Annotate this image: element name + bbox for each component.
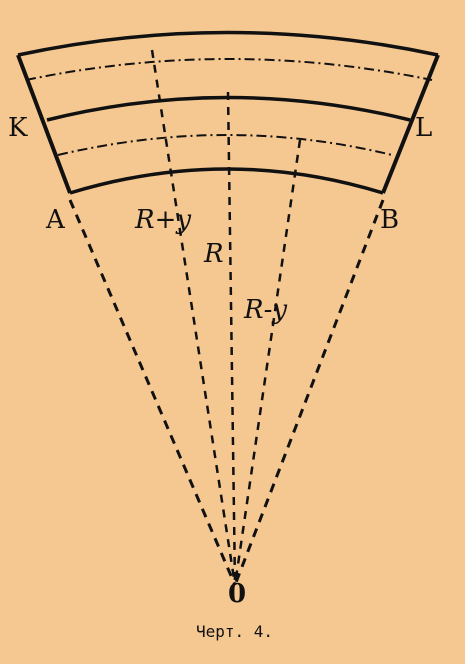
radius-left — [68, 199, 237, 586]
radius-r-plus-y — [150, 49, 237, 586]
label-r-minus-y: R-y — [243, 295, 287, 325]
label-k: K — [8, 113, 28, 143]
label-b: B — [380, 205, 399, 235]
radius-r-minus-y — [233, 139, 302, 586]
label-l: L — [415, 113, 432, 143]
outer-arc — [17, 30, 439, 57]
right-edge — [381, 54, 440, 194]
radius-right — [233, 199, 385, 586]
label-o: 0 — [228, 579, 246, 609]
lower-dashdot-arc — [57, 134, 393, 156]
figure-caption: Черт. 4. — [196, 622, 273, 641]
label-r-plus-y: R+y — [134, 205, 191, 235]
label-r: R — [203, 239, 224, 269]
label-a: A — [45, 205, 66, 235]
inner-arc — [69, 167, 384, 195]
radius-r — [226, 91, 237, 586]
left-edge — [16, 54, 72, 194]
upper-dashdot-arc — [25, 58, 433, 81]
